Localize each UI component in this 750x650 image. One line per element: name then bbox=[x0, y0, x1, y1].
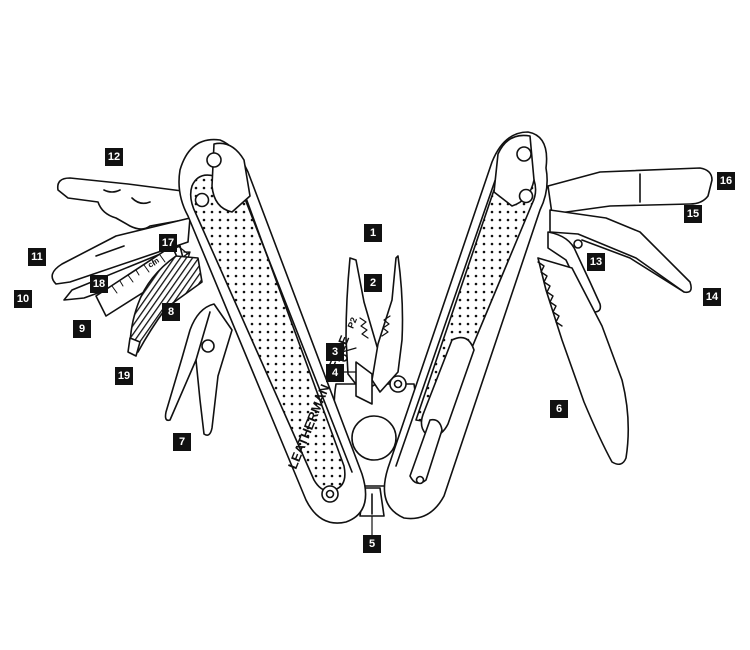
left-top-rivet bbox=[194, 192, 210, 208]
callout-badge-13: 13 bbox=[587, 253, 605, 271]
leader-line-3 bbox=[341, 347, 357, 353]
callout-badge-16: 16 bbox=[717, 172, 735, 190]
wire-cutter bbox=[355, 361, 373, 405]
pliers-pivot-hole bbox=[351, 415, 397, 461]
lock-release-window bbox=[409, 418, 443, 484]
pliers-rivet-inner bbox=[393, 379, 403, 389]
callout-badge-14: 14 bbox=[703, 288, 721, 306]
file-slot bbox=[95, 245, 125, 257]
bit-driver-tool bbox=[547, 167, 713, 215]
right-handle-inner-rail bbox=[395, 171, 499, 467]
leader-line-17 bbox=[177, 245, 189, 255]
file-tool bbox=[51, 217, 191, 285]
callout-badge-7: 7 bbox=[173, 433, 191, 451]
scissors-tool bbox=[164, 303, 233, 436]
scissors-pivot bbox=[201, 339, 215, 353]
callout-badge-4: 4 bbox=[326, 364, 344, 382]
knife-serration bbox=[537, 261, 563, 327]
callout-badge-17: 17 bbox=[159, 234, 177, 252]
flat-screwdriver-tool bbox=[549, 209, 692, 294]
callout-badge-6: 6 bbox=[550, 400, 568, 418]
callout-badge-8: 8 bbox=[162, 303, 180, 321]
leader-lines bbox=[177, 245, 373, 537]
file-tip bbox=[127, 337, 141, 357]
knife-blade bbox=[537, 257, 630, 466]
callout-badge-11: 11 bbox=[28, 248, 46, 266]
callout-badge-5: 5 bbox=[363, 535, 381, 553]
callout-badge-2: 2 bbox=[364, 274, 382, 292]
model-suffix-etching: P2 bbox=[346, 316, 359, 330]
callout-badge-19: 19 bbox=[115, 367, 133, 385]
callout-badge-10: 10 bbox=[14, 290, 32, 308]
right-tools bbox=[537, 167, 713, 466]
ruler-ticks bbox=[111, 254, 166, 294]
right-hinge-screw bbox=[516, 146, 532, 162]
bottle-opener-notch bbox=[103, 189, 151, 205]
right-handle bbox=[383, 131, 548, 520]
left-tools: cm bbox=[51, 177, 233, 436]
left-hinge-screw bbox=[206, 152, 222, 168]
left-handle: LEATHERMAN FREE P2 bbox=[178, 138, 367, 524]
pliers-teeth bbox=[359, 315, 391, 339]
callout-badge-3: 3 bbox=[326, 343, 344, 361]
right-top-rivet bbox=[518, 188, 534, 204]
callout-badge-1: 1 bbox=[364, 224, 382, 242]
right-bottom-rivet-inner bbox=[415, 475, 425, 485]
callout-badge-15: 15 bbox=[684, 205, 702, 223]
pliers-right-jaw bbox=[371, 255, 404, 393]
left-bottom-rivet-inner bbox=[325, 489, 335, 499]
scissors-edge-line bbox=[195, 311, 211, 361]
package-opener-stud bbox=[573, 239, 583, 249]
phillips-screwdriver-tool bbox=[581, 239, 685, 293]
callout-badge-18: 18 bbox=[90, 275, 108, 293]
callout-badge-12: 12 bbox=[105, 148, 123, 166]
callout-badge-9: 9 bbox=[73, 320, 91, 338]
